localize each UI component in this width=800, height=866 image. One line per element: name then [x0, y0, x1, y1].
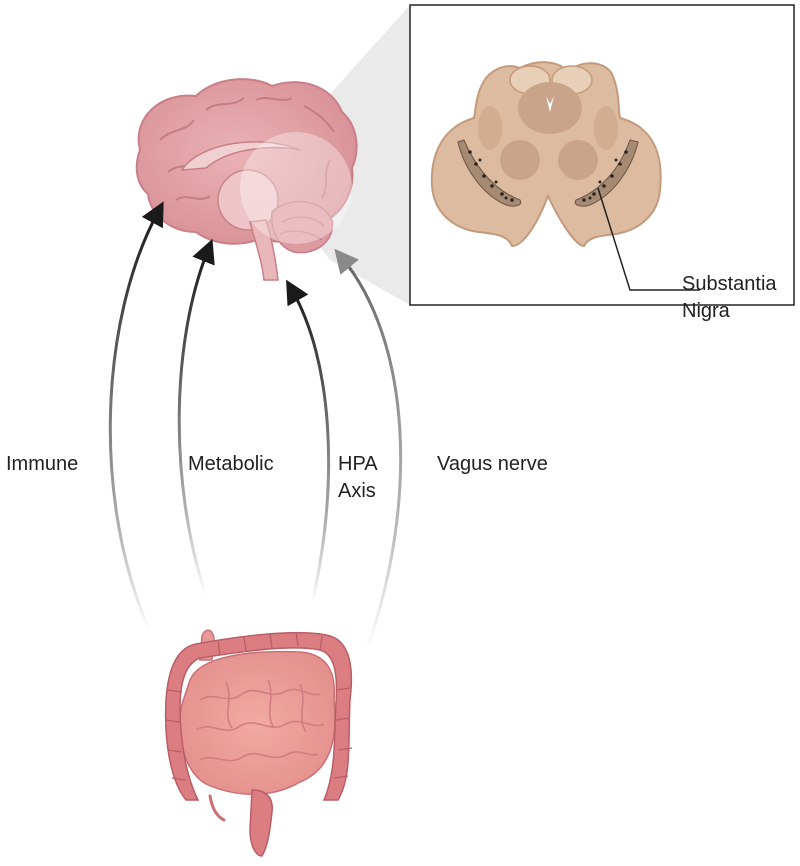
pathway-label-vagus-nerve: Vagus nerve [437, 453, 548, 475]
brain-illustration [135, 78, 358, 281]
callout-line2: Nigra [682, 300, 731, 322]
midbrain-section [430, 61, 662, 248]
hpa-axis-arrow [286, 279, 331, 605]
pathway-label-immune: Immune [6, 453, 78, 475]
substantia-nigra-leader-line [597, 187, 700, 291]
gut-illustration [164, 629, 353, 857]
callout-line1: Substantia [682, 273, 777, 295]
pathway-label-hpa-line2: Axis [338, 480, 376, 502]
vagus-nerve-arrow [334, 248, 403, 653]
pathway-label-hpa-line1: HPA [338, 453, 378, 475]
pathway-label-metabolic: Metabolic [188, 453, 274, 475]
immune-arrow [108, 201, 164, 633]
metabolic-arrow [177, 238, 215, 597]
